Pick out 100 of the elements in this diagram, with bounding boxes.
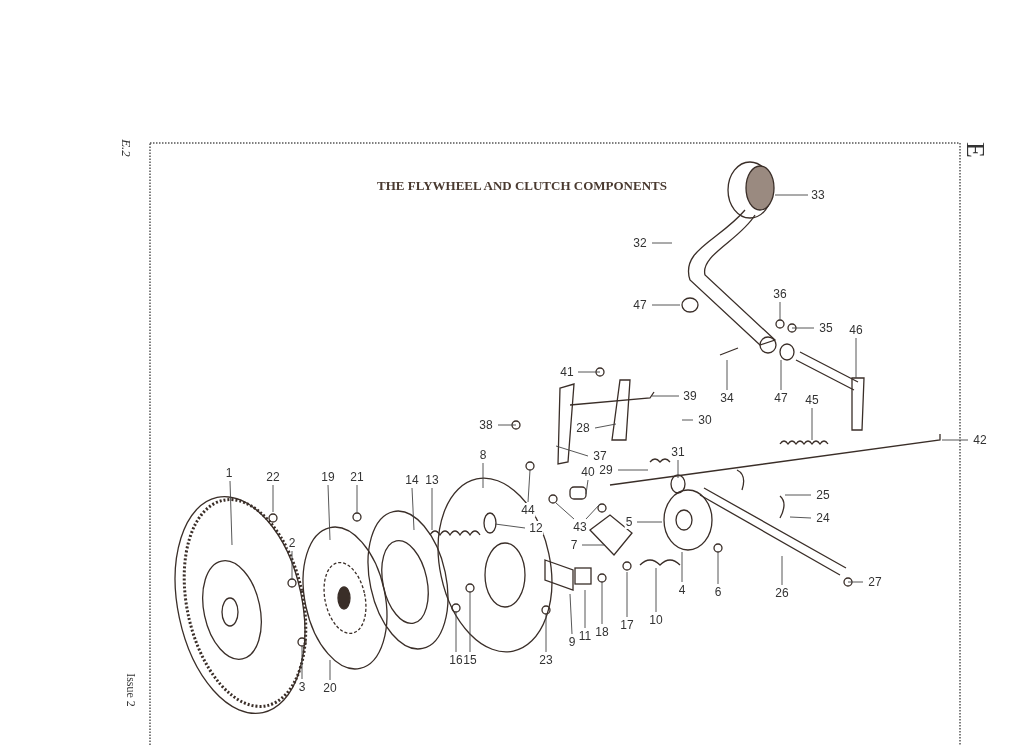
callout-number: 6 xyxy=(713,585,723,599)
callout-number: 31 xyxy=(670,445,686,459)
callout-number: 37 xyxy=(592,449,608,463)
leader-line xyxy=(431,487,433,531)
callout-number: 29 xyxy=(598,463,614,477)
callout-number: 16 xyxy=(448,653,464,667)
issue-note: Issue 2 xyxy=(122,673,138,707)
callout-number: 5 xyxy=(624,515,634,529)
page-number: E.2 xyxy=(118,139,134,157)
leader-line xyxy=(594,423,617,429)
callout-number: 1 xyxy=(224,466,234,480)
callout-number: 3 xyxy=(297,680,307,694)
leader-line xyxy=(272,484,274,513)
leader-line xyxy=(780,359,782,391)
leader-line xyxy=(545,613,547,653)
leader-line xyxy=(469,591,471,653)
leader-line xyxy=(789,516,812,519)
leader-line xyxy=(527,469,531,503)
leader-line xyxy=(651,242,673,244)
leader-line xyxy=(791,327,815,329)
callout-number: 4 xyxy=(677,583,687,597)
callout-number: 10 xyxy=(648,613,664,627)
callout-number: 33 xyxy=(810,188,826,202)
leader-line xyxy=(555,445,589,457)
callout-number: 25 xyxy=(815,488,831,502)
callout-number: 14 xyxy=(404,473,420,487)
leader-line xyxy=(291,550,293,581)
callout-number: 40 xyxy=(580,465,596,479)
callout-number: 45 xyxy=(804,393,820,407)
leader-line xyxy=(577,371,601,373)
callout-number: 15 xyxy=(462,653,478,667)
callout-number: 13 xyxy=(424,473,440,487)
leader-line xyxy=(779,301,781,321)
callout-number: 9 xyxy=(567,635,577,649)
leader-line xyxy=(585,479,589,495)
callout-number: 2 xyxy=(287,536,297,550)
callout-number: 44 xyxy=(520,503,536,517)
leader-line xyxy=(301,645,303,680)
leader-line xyxy=(329,659,331,681)
leader-line xyxy=(327,484,331,541)
callout-number: 23 xyxy=(538,653,554,667)
callout-number: 12 xyxy=(528,521,544,535)
callout-number: 18 xyxy=(594,625,610,639)
callout-number: 19 xyxy=(320,470,336,484)
leader-line xyxy=(626,571,628,618)
leader-line xyxy=(847,581,864,583)
leader-line xyxy=(941,439,969,441)
leader-line xyxy=(655,567,657,613)
leader-line xyxy=(601,581,603,625)
callout-number: 26 xyxy=(774,586,790,600)
callout-number: 39 xyxy=(682,389,698,403)
callout-number: 35 xyxy=(818,321,834,335)
callout-number: 32 xyxy=(632,236,648,250)
diagram-title: THE FLYWHEEL AND CLUTCH COMPONENTS xyxy=(377,178,667,194)
callout-number: 43 xyxy=(572,520,588,534)
callout-number: 24 xyxy=(815,511,831,525)
leader-line xyxy=(494,523,526,529)
callout-number: 38 xyxy=(478,418,494,432)
callout-number: 47 xyxy=(632,298,648,312)
callout-number: 11 xyxy=(577,629,593,643)
callout-number: 41 xyxy=(559,365,575,379)
leader-line xyxy=(784,494,812,496)
callout-number: 27 xyxy=(867,575,883,589)
callout-number: 7 xyxy=(569,538,579,552)
leader-line xyxy=(411,487,415,531)
callout-number: 42 xyxy=(972,433,988,447)
leader-line xyxy=(555,502,575,520)
section-letter: E xyxy=(960,142,990,158)
callout-number: 46 xyxy=(848,323,864,337)
leader-line xyxy=(584,589,586,629)
leader-line xyxy=(617,469,649,471)
leader-line xyxy=(811,407,813,441)
leader-line xyxy=(726,359,728,391)
callout-number: 34 xyxy=(719,391,735,405)
leader-line xyxy=(482,462,484,489)
callout-number: 47 xyxy=(773,391,789,405)
callout-number: 30 xyxy=(697,413,713,427)
callout-number: 8 xyxy=(478,448,488,462)
leader-line xyxy=(455,611,457,653)
leader-line xyxy=(717,551,719,585)
leader-line xyxy=(581,544,606,546)
leader-line xyxy=(569,593,573,635)
leader-line xyxy=(781,555,783,586)
leader-line xyxy=(356,484,358,514)
leader-line xyxy=(855,337,857,379)
leader-line xyxy=(651,304,681,306)
leader-line xyxy=(636,521,663,523)
leader-line xyxy=(651,395,680,397)
leader-line xyxy=(774,194,809,196)
leader-line xyxy=(585,503,601,520)
callout-number: 21 xyxy=(349,470,365,484)
callout-number: 20 xyxy=(322,681,338,695)
leader-line xyxy=(681,419,694,421)
callout-number: 22 xyxy=(265,470,281,484)
callout-number: 17 xyxy=(619,618,635,632)
leader-line xyxy=(229,480,233,546)
leader-line xyxy=(681,551,683,583)
callout-number: 28 xyxy=(575,421,591,435)
callout-number: 36 xyxy=(772,287,788,301)
leader-line xyxy=(497,424,517,426)
